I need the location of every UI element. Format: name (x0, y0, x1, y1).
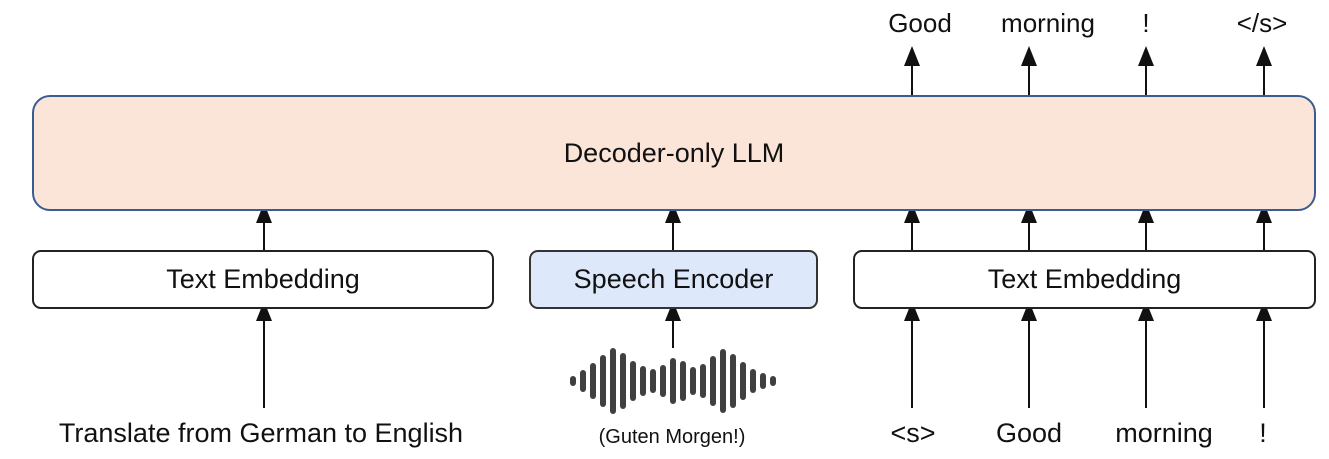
waveform-bar (660, 365, 666, 397)
text-embedding-label: Text Embedding (166, 264, 360, 294)
llm-label: Decoder-only LLM (563, 137, 785, 168)
waveform-bar (610, 348, 616, 414)
waveform-bar (680, 361, 686, 401)
input-token: Good (995, 418, 1063, 448)
speech-caption: (Guten Morgen!) (598, 426, 746, 448)
instruction-text: Translate from German to English (58, 418, 464, 448)
waveform-bar (700, 364, 706, 398)
waveform-bar (690, 367, 696, 395)
waveform-bar (670, 358, 676, 404)
waveform-bar (590, 363, 596, 399)
waveform-bar (640, 366, 646, 396)
waveform-bar (720, 349, 726, 413)
waveform-bar (760, 373, 766, 389)
waveform-bar (740, 362, 746, 400)
text-embedding-label: Text Embedding (987, 264, 1182, 294)
speech-encoder-box: Speech Encoder (529, 250, 818, 309)
text-embedding-box-right: Text Embedding (853, 250, 1316, 309)
waveform-bar (580, 370, 586, 392)
text-embedding-box-left: Text Embedding (32, 250, 494, 309)
output-token: ! (1142, 8, 1150, 38)
waveform-bar (770, 376, 776, 386)
waveform-bar (620, 353, 626, 409)
output-token: Good (888, 8, 952, 38)
waveform-bar (710, 356, 716, 406)
speech-encoder-label: Speech Encoder (573, 264, 774, 294)
decoder-llm-box: Decoder-only LLM (32, 95, 1316, 211)
waveform-bar (570, 376, 576, 386)
waveform-bar (650, 369, 656, 393)
output-token: </s> (1236, 8, 1288, 38)
output-token: morning (1001, 8, 1095, 38)
input-token: ! (1259, 418, 1267, 448)
input-token: <s> (890, 418, 936, 448)
waveform-bar (730, 354, 736, 408)
waveform-icon (570, 348, 776, 414)
waveform-bar (630, 361, 636, 401)
input-token: morning (1115, 418, 1213, 448)
waveform-bar (600, 355, 606, 407)
waveform-bar (750, 369, 756, 393)
